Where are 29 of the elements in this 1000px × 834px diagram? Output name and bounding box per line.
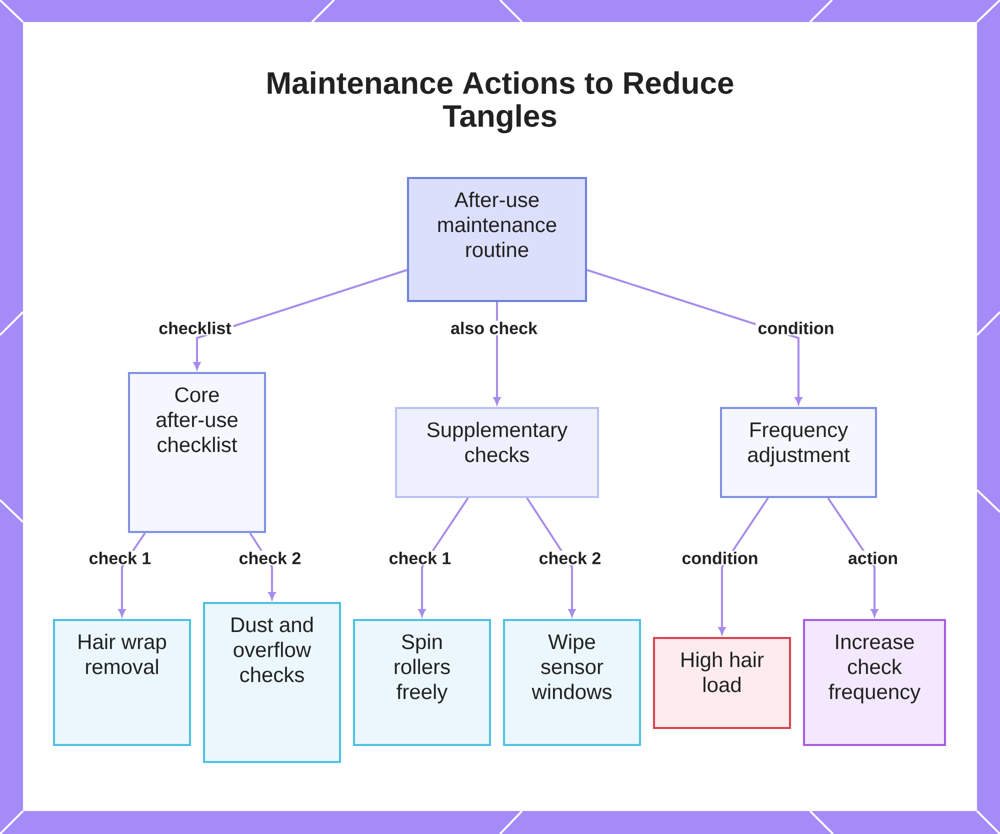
edge-label: check 2 [236,550,304,566]
arrow [526,497,576,617]
edge-label: also check [448,320,540,336]
edge-label: condition [680,550,760,566]
process-box: After-use maintenance routine [407,177,587,302]
process-box: Spin rollers freely [353,619,491,746]
arrow [586,269,802,405]
arrow [118,532,146,617]
arrow [249,532,276,600]
arrow [493,302,501,405]
edge-label: check 1 [86,550,154,566]
edge-label: check 1 [386,550,454,566]
process-box: Wipe sensor windows [503,619,641,746]
edge-label: check 2 [536,550,604,566]
process-box: Frequency adjustment [720,407,877,498]
arrow [418,497,469,617]
arrow [827,497,878,617]
title: Maintenance Actions to Reduce Tangles [268,71,734,134]
arrow [718,497,769,635]
process-box: Hair wrap removal [53,619,192,746]
process-box: Core after-use checklist [128,372,266,533]
process-box: Supplementary checks [395,407,599,498]
edge-label: checklist [156,320,234,336]
arrow [193,269,408,370]
edge-label: condition [756,320,836,336]
process-box: Increase check frequency [803,619,946,746]
edge-label: action [846,550,900,566]
process-box: High hair load [653,637,791,729]
process-box: Dust and overflow checks [203,602,341,763]
